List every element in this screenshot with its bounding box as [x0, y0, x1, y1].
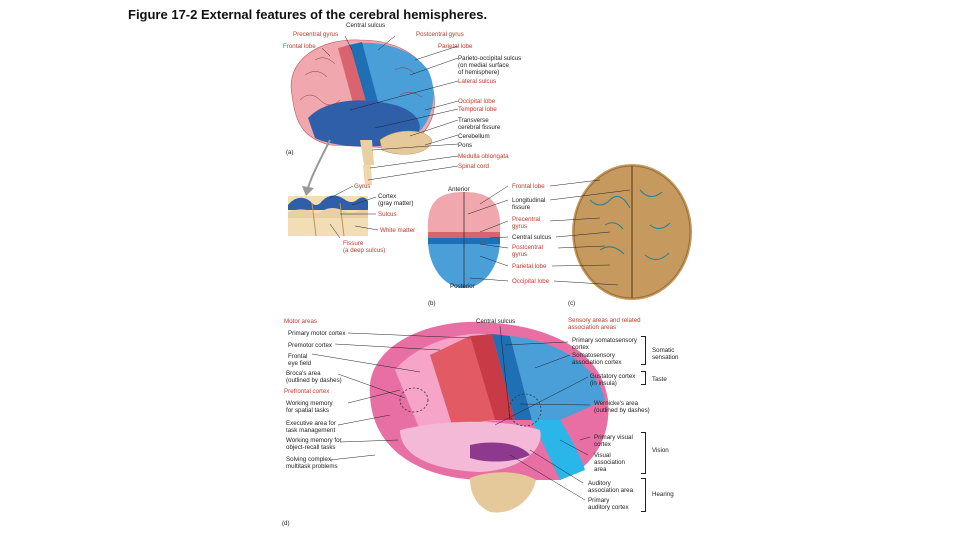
- label-somatic-sensation: Somatic sensation: [652, 347, 679, 361]
- label-working-memory-spatial: Working memory for spatial tasks: [286, 400, 333, 414]
- label-prefrontal-cortex: Prefrontal cortex: [284, 388, 330, 395]
- inset-arrow: [307, 139, 331, 189]
- label-spinal-cord: Spinal cord: [458, 163, 489, 170]
- cortex-cross-section: [288, 195, 368, 237]
- label-gustatory-cortex: Gustatory cortex (in insula): [590, 373, 636, 387]
- label-hearing: Hearing: [652, 491, 674, 498]
- label-cortex: Cortex (gray matter): [378, 193, 414, 207]
- label-parieto-occipital-sulcus: Parieto-occipital sulcus (on medial surf…: [458, 55, 522, 76]
- brain-photo-superior: [572, 164, 692, 300]
- label-precentral-gyrus-b: Precentral gyrus: [512, 216, 541, 230]
- brace-taste: [641, 371, 646, 385]
- label-primary-somatosensory: Primary somatosensory cortex: [572, 337, 637, 351]
- label-auditory-association: Auditory association area: [588, 480, 634, 494]
- label-central-sulcus-b: Central sulcus: [512, 234, 552, 241]
- brain-functional-areas: [369, 321, 609, 513]
- label-cerebellum: Cerebellum: [458, 133, 490, 140]
- label-parietal-lobe-a: Parietal lobe: [438, 43, 473, 50]
- label-working-memory-object: Working memory for object-recall tasks: [286, 437, 342, 451]
- panel-d-tag: (d): [282, 520, 290, 527]
- label-pons: Pons: [458, 142, 473, 149]
- label-somatosensory-association: Somatosensory association cortex: [572, 352, 622, 366]
- label-executive-area: Executive area for task management: [286, 420, 336, 434]
- panel-c-tag: (c): [568, 300, 576, 307]
- label-posterior: Posterior: [450, 283, 475, 290]
- label-vision: Vision: [652, 447, 669, 454]
- label-central-sulcus-d: Central sulcus: [476, 318, 516, 325]
- label-motor-areas: Motor areas: [284, 318, 318, 325]
- label-primary-motor-cortex: Primary motor cortex: [288, 330, 346, 337]
- label-parietal-lobe-b: Parietal lobe: [512, 263, 547, 270]
- label-central-sulcus-a: Central sulcus: [346, 22, 386, 29]
- label-anterior: Anterior: [448, 186, 470, 193]
- label-longitudinal-fissure: Longitudinal fissure: [512, 197, 546, 211]
- brain-superior-view: [427, 192, 501, 288]
- label-occipital-lobe-a: Occipital lobe: [458, 98, 496, 105]
- label-frontal-lobe-b: Frontal lobe: [512, 183, 545, 190]
- label-visual-association: Visual association area: [594, 452, 625, 473]
- panel-a-tag: (a): [286, 150, 294, 156]
- panel-b-tag: (b): [428, 300, 436, 307]
- label-wernickes-area: Wernicke's area (outlined by dashes): [594, 400, 650, 414]
- label-occipital-lobe-b: Occipital lobe: [512, 278, 550, 285]
- label-postcentral-gyrus-b: Postcentral gyrus: [512, 244, 543, 258]
- label-lateral-sulcus: Lateral sulcus: [458, 78, 497, 85]
- brace-vision: [641, 432, 646, 474]
- brace-hearing: [641, 478, 646, 512]
- label-brocas-area: Broca's area (outlined by dashes): [286, 370, 342, 384]
- label-temporal-lobe: Temporal lobe: [458, 106, 497, 113]
- label-precentral-gyrus-a: Precentral gyrus: [293, 31, 339, 38]
- label-sulcus: Sulcus: [378, 211, 397, 218]
- label-premotor-cortex: Premotor cortex: [288, 342, 333, 349]
- figure-title: Figure 17-2 External features of the cer…: [128, 7, 488, 22]
- label-sensory-areas: Sensory areas and related association ar…: [568, 317, 641, 331]
- label-taste: Taste: [652, 376, 667, 383]
- label-solving-problems: Solving complex, multitask problems: [286, 456, 338, 470]
- label-medulla-oblongata: Medulla oblongata: [458, 153, 509, 160]
- label-frontal-eye-field: Frontal eye field: [288, 353, 312, 367]
- label-fissure: Fissure (a deep sulcus): [343, 240, 386, 254]
- label-transverse-fissure: Transverse cerebral fissure: [458, 117, 501, 131]
- leader-lines: [311, 35, 631, 501]
- brain-lateral-view: [290, 39, 435, 185]
- label-frontal-lobe-a: Frontal lobe: [283, 43, 316, 50]
- label-white-matter: White matter: [380, 227, 416, 234]
- label-postcentral-gyrus-a: Postcentral gyrus: [416, 31, 464, 38]
- brace-somatic: [641, 336, 646, 365]
- label-gyrus: Gyrus: [354, 183, 371, 190]
- label-primary-visual-cortex: Primary visual cortex: [594, 434, 633, 448]
- label-primary-auditory: Primary auditory cortex: [588, 497, 629, 511]
